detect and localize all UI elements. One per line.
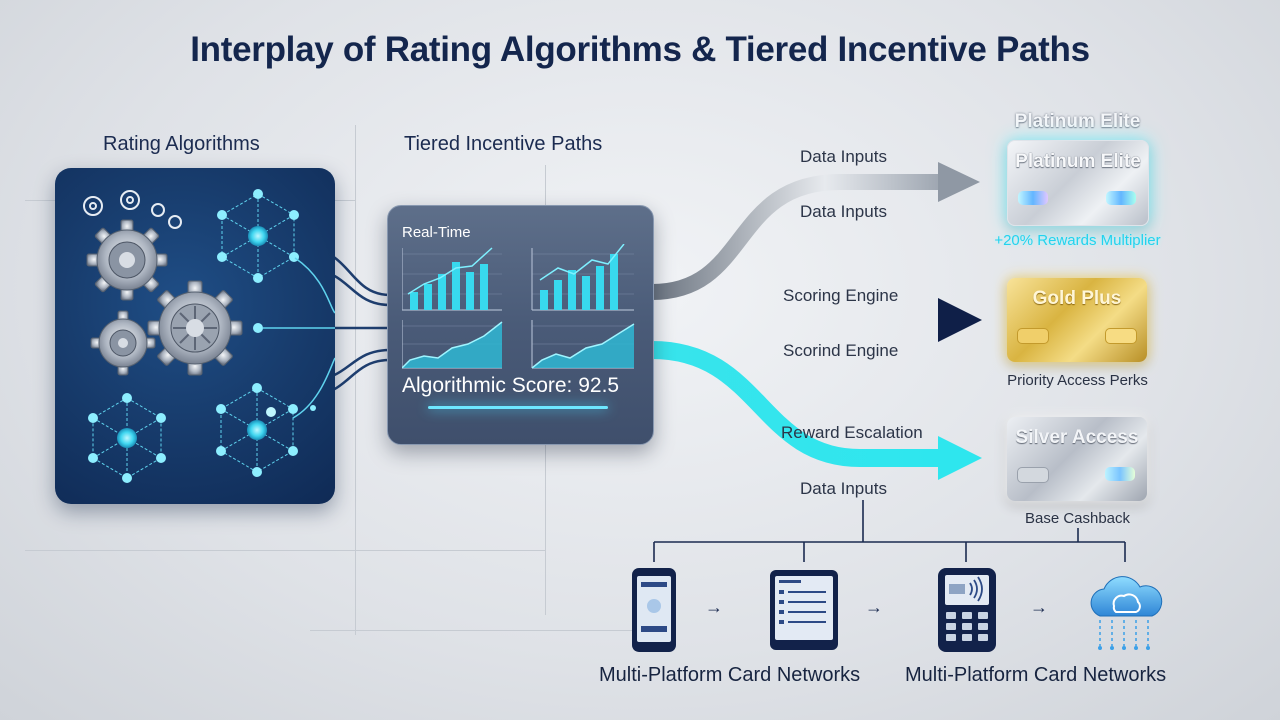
network-node-icon	[216, 383, 298, 477]
gold-plus-card: Gold Plus	[1007, 278, 1147, 362]
rating-algorithms-panel	[55, 168, 335, 504]
score-underline	[428, 406, 608, 409]
card-chip-icon	[1106, 191, 1136, 205]
small-gear-icon	[83, 190, 182, 229]
silver-caption: Base Cashback	[1024, 510, 1131, 527]
page-title: Interplay of Rating Algorithms & Tiered …	[190, 30, 1090, 69]
flow-label-top-above: Data Inputs	[800, 147, 887, 166]
silver-card-title: Silver Access	[1015, 427, 1139, 448]
card-chip-icon	[1105, 467, 1135, 481]
tiered-incentive-paths-label: Tiered Incentive Paths	[404, 133, 603, 155]
rating-algorithms-label: Rating Algorithms	[103, 133, 260, 155]
device-arrow-3: →	[1030, 597, 1048, 617]
realtime-label: Real-Time	[402, 224, 471, 241]
gold-caption: Priority Access Perks	[1007, 372, 1148, 389]
flow-label-top-below: Data Inputs	[800, 202, 887, 221]
bg-grid-line	[355, 125, 356, 635]
platinum-card-title: Platinum Elite	[1015, 151, 1141, 172]
card-chip-icon	[1017, 328, 1049, 344]
device-connector-tree	[653, 500, 1126, 562]
bg-grid-line	[25, 550, 545, 551]
device-arrow-1: →	[705, 597, 723, 617]
silver-access-card: Silver Access	[1007, 417, 1147, 501]
flow-label-bottom-below: Data Inputs	[800, 479, 887, 498]
bg-grid-line	[310, 630, 650, 631]
algorithmic-score: Algorithmic Score: 92.5	[402, 374, 620, 397]
platinum-elite-card: Platinum Elite	[1007, 140, 1149, 226]
card-terminal-icon	[938, 568, 996, 652]
smartphone-icon	[632, 568, 676, 652]
bottom-label-left: Multi-Platform Card Networks	[599, 664, 861, 686]
flow-arrow-bottom	[651, 341, 940, 467]
tablet-icon	[770, 570, 838, 650]
flow-label-middle-below: Scorind Engine	[783, 341, 899, 360]
gold-card-title: Gold Plus	[1032, 288, 1122, 309]
flow-label-middle-above: Scoring Engine	[783, 286, 899, 305]
platinum-caption: +20% Rewards Multiplier	[994, 232, 1161, 249]
network-node-icon	[217, 189, 299, 283]
cloud-icon	[1090, 576, 1163, 650]
rating-algorithms-illustration	[83, 189, 335, 483]
card-chip-icon	[1018, 191, 1048, 205]
platinum-heading: Platinum Elite	[1014, 111, 1141, 132]
flow-label-bottom-above: Reward Escalation	[781, 423, 923, 442]
flow-arrow-top	[651, 174, 940, 300]
card-chip-icon	[1105, 328, 1137, 344]
flow-arrows	[651, 162, 982, 480]
gear-icon	[90, 310, 156, 376]
card-chip-icon	[1017, 467, 1049, 483]
device-arrow-2: →	[865, 597, 883, 617]
bottom-label-right: Multi-Platform Card Networks	[905, 664, 1167, 686]
realtime-mini-charts	[402, 244, 635, 369]
gear-icon	[86, 219, 168, 301]
gear-icon	[147, 280, 243, 376]
network-node-icon	[88, 393, 166, 483]
realtime-score-panel: Real-Time Algorithmic Score: 92.5	[387, 205, 654, 445]
